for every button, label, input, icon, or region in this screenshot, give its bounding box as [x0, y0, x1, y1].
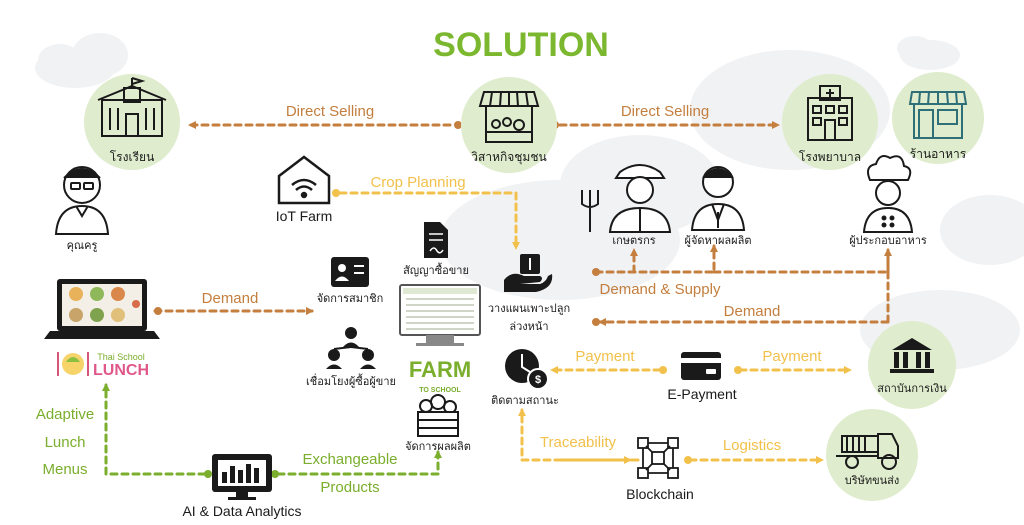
credit-card-icon [681, 352, 721, 380]
label-payment-left: Payment [575, 348, 635, 365]
bank-icon [890, 338, 934, 373]
tractor-icon [836, 433, 899, 470]
node-member: จัดการสมาชิก [317, 257, 384, 305]
node-producer: ผู้จัดหาผลผลิต [685, 166, 752, 247]
shop-icon [908, 91, 968, 139]
farm-logo-subtext: TO SCHOOL [419, 387, 461, 394]
node-school: โรงเรียน [84, 74, 180, 170]
node-tracking: $ ติดตามสถานะ [491, 349, 559, 407]
node-teacher: คุณครู [54, 166, 110, 252]
label-epayment: E-Payment [667, 386, 736, 402]
label-traceability: Traceability [540, 434, 617, 451]
label-direct-selling-left: Direct Selling [286, 103, 374, 120]
edge-adaptive-lunch [102, 383, 207, 476]
edge-labels: Direct Selling Direct Selling Crop Plann… [36, 103, 823, 496]
market-stall-icon [478, 91, 540, 143]
node-restaurateur: ผู้ประกอบอาหาร [849, 155, 927, 247]
label-member: จัดการสมาชิก [317, 293, 384, 305]
laptop-food-icon [44, 279, 160, 339]
label-teacher: คุณครู [67, 240, 98, 252]
label-demand-right: Demand [724, 303, 781, 320]
label-contract: สัญญาซื้อขาย [403, 262, 469, 277]
label-exchangeable-2: Products [320, 479, 379, 496]
label-plan-line2: ล่วงหน้า [509, 321, 548, 333]
node-thai-school-lunch: Thai School LUNCH [44, 279, 160, 379]
edges [102, 121, 892, 476]
label-adaptive-2: Lunch [45, 434, 86, 451]
producer-icon [690, 166, 746, 231]
label-school: โรงเรียน [110, 150, 155, 164]
iot-house-icon [277, 155, 331, 205]
farmer-icon [581, 164, 672, 233]
edge-exchangeable [276, 450, 442, 476]
node-hospital: โรงพยาบาล [782, 74, 878, 170]
label-producer: ผู้จัดหาผลผลิต [685, 235, 752, 247]
node-ai: AI & Data Analytics [182, 454, 302, 519]
label-restaurant: ร้านอาหาร [910, 147, 967, 161]
teacher-icon [54, 166, 110, 235]
label-finance: สถาบันการเงิน [877, 383, 947, 395]
node-platform: FARM TO SCHOOL [399, 284, 481, 394]
label-restaurateur: ผู้ประกอบอาหาร [849, 235, 927, 247]
label-direct-selling-right: Direct Selling [621, 103, 709, 120]
label-logistics-company: บริษัทขนส่ง [845, 475, 900, 487]
label-exchangeable-1: Exchangeable [302, 451, 397, 468]
label-adaptive-3: Menus [42, 461, 87, 478]
label-iot-farm: IoT Farm [276, 208, 333, 224]
contract-icon [424, 222, 448, 258]
label-demand-supply: Demand & Supply [600, 281, 721, 298]
node-restaurant: ร้านอาหาร [892, 72, 984, 164]
label-farmer: เกษตรกร [612, 235, 655, 247]
label-ai: AI & Data Analytics [182, 503, 301, 519]
svg-text:$: $ [535, 374, 541, 386]
edge-crop-planning [338, 191, 520, 250]
clock-money-icon: $ [505, 349, 549, 390]
label-hospital: โรงพยาบาล [799, 150, 861, 164]
label-payment-right: Payment [762, 348, 822, 365]
node-epayment: E-Payment [667, 352, 737, 402]
edge-demand-right [600, 248, 890, 322]
hand-plant-icon [504, 254, 553, 292]
school-icon [97, 77, 167, 137]
label-crop-planning: Crop Planning [370, 174, 465, 191]
blockchain-icon [637, 437, 679, 479]
node-community: วิสาหกิจชุมชน [461, 77, 557, 173]
hospital-icon [807, 85, 853, 141]
edge-dots [154, 121, 742, 478]
label-tracking: ติดตามสถานะ [491, 395, 559, 407]
node-iot-farm: IoT Farm [276, 155, 333, 224]
label-demand-left: Demand [202, 290, 259, 307]
label-network: เชื่อมโยงผู้ซื้อผู้ขาย [306, 373, 396, 388]
node-logistics-company: บริษัทขนส่ง [826, 409, 918, 501]
node-blockchain: Blockchain [626, 437, 694, 502]
lunch-logo-big-text: LUNCH [93, 362, 149, 379]
node-finance: สถาบันการเงิน [868, 321, 956, 409]
org-chart-icon [326, 327, 376, 369]
analytics-monitor-icon [212, 454, 272, 500]
id-card-icon [331, 257, 369, 287]
label-logistics: Logistics [723, 437, 781, 454]
page-title: SOLUTION [433, 26, 609, 64]
thai-school-lunch-logo: Thai School LUNCH [57, 352, 149, 379]
node-farmer: เกษตรกร [581, 164, 672, 247]
label-community: วิสาหกิจชุมชน [471, 150, 547, 165]
chef-icon [862, 155, 914, 233]
node-contract: สัญญาซื้อขาย [403, 222, 469, 277]
lunch-logo-small-text: Thai School [97, 352, 145, 362]
node-network: เชื่อมโยงผู้ซื้อผู้ขาย [306, 327, 396, 388]
label-produce: จัดการผลผลิต [405, 441, 471, 453]
node-plan: วางแผนเพาะปลูก ล่วงหน้า [488, 254, 570, 333]
vegetable-crate-icon [417, 394, 459, 437]
farm-logo-text: FARM [409, 357, 471, 382]
label-blockchain: Blockchain [626, 486, 694, 502]
label-plan-line1: วางแผนเพาะปลูก [488, 303, 570, 315]
monitor-icon [399, 284, 481, 346]
label-adaptive-1: Adaptive [36, 406, 94, 423]
node-produce: จัดการผลผลิต [405, 394, 471, 453]
